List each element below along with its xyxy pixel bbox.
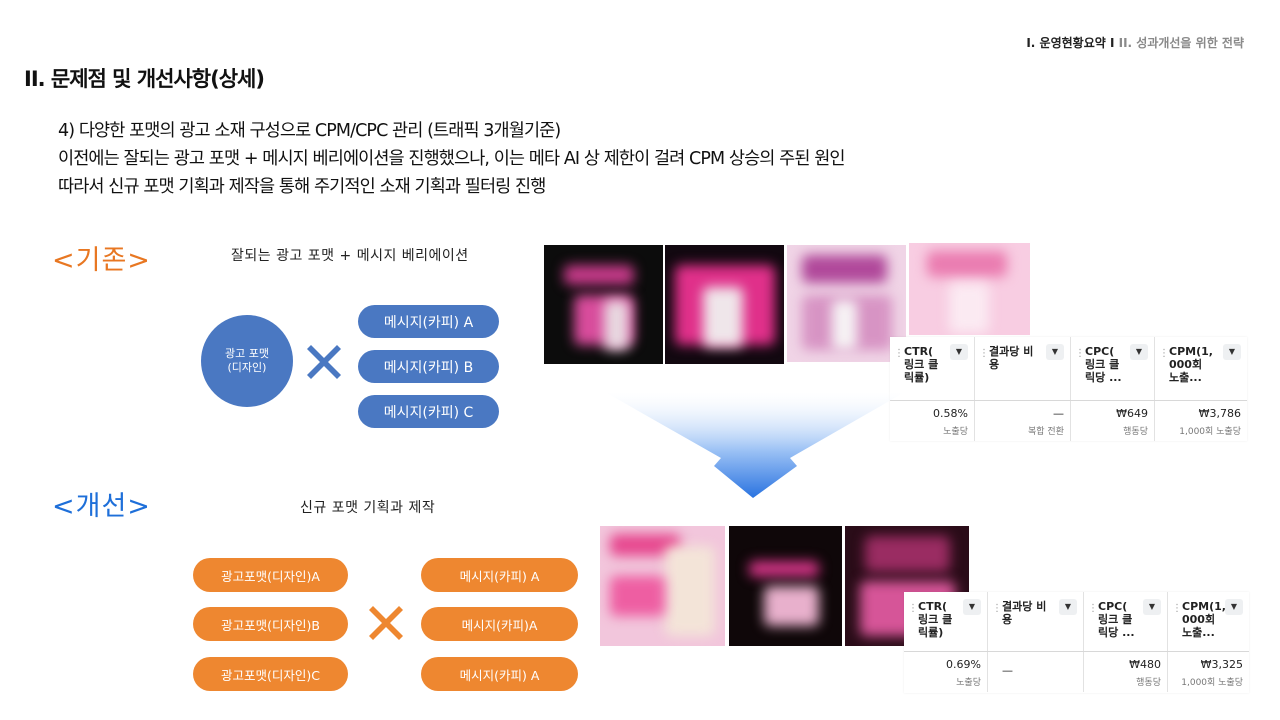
drag-handle-icon[interactable]: ⋮ <box>1075 348 1085 359</box>
before-metrics-header-cpc-label: CPC( 링크 클 릭당 ... <box>1085 345 1122 384</box>
chevron-down-icon[interactable]: ▼ <box>1059 599 1077 615</box>
before-message-a: 메시지(카피) A <box>358 305 499 338</box>
after-format-b: 광고포맷(디자인)B <box>193 607 348 641</box>
description-line-2: 이전에는 잘되는 광고 포맷 + 메시지 베리에이션을 진행했으나, 이는 메타… <box>58 149 845 169</box>
before-ad-image-2 <box>665 245 784 364</box>
before-metrics-ctr: 0.58% 노출당 <box>890 401 975 441</box>
after-message-3: 메시지(카피) A <box>421 657 578 691</box>
before-metrics-header-ctr[interactable]: ⋮ CTR( 링크 클 릭률) ▼ <box>890 337 975 400</box>
x-mark-icon <box>369 606 403 640</box>
after-cost-value: — <box>1002 664 1013 677</box>
chevron-down-icon[interactable]: ▼ <box>1225 599 1243 615</box>
drag-handle-icon[interactable]: ⋮ <box>1088 603 1098 614</box>
before-metrics-header-ctr-label: CTR( 링크 클 릭률) <box>904 345 939 384</box>
after-subtitle: 신규 포맷 기획과 제작 <box>300 500 436 516</box>
before-cost-sub: 복합 전환 <box>1028 427 1064 437</box>
after-metrics-header-cost-label: 결과당 비 용 <box>1002 600 1047 626</box>
breadcrumb: I. 운영현황요약 I II. 성과개선을 위한 전략 <box>1026 34 1244 51</box>
before-message-c: 메시지(카피) C <box>358 395 499 428</box>
drag-handle-icon[interactable]: ⋮ <box>1172 603 1182 614</box>
description: 4) 다양한 포맷의 광고 소재 구성으로 CPM/CPC 관리 (트래픽 3개… <box>58 117 845 201</box>
after-metrics-cost: — <box>988 652 1084 692</box>
after-format-c: 광고포맷(디자인)C <box>193 657 348 691</box>
after-metrics-ctr: 0.69% 노출당 <box>904 652 988 692</box>
drag-handle-icon[interactable]: ⋮ <box>979 348 989 359</box>
after-metrics-value-row: 0.69% 노출당 — ₩480 행동당 ₩3,325 1,000회 노출당 <box>904 652 1249 692</box>
description-line-1: 4) 다양한 포맷의 광고 소재 구성으로 CPM/CPC 관리 (트래픽 3개… <box>58 121 561 141</box>
chevron-down-icon[interactable]: ▼ <box>963 599 981 615</box>
before-metrics-header-cpc[interactable]: ⋮ CPC( 링크 클 릭당 ... ▼ <box>1071 337 1155 400</box>
before-ctr-sub: 노출당 <box>943 427 968 437</box>
after-cpc-sub: 행동당 <box>1136 678 1161 688</box>
after-metrics-cpm: ₩3,325 1,000회 노출당 <box>1168 652 1249 692</box>
before-metrics-cost: — 복합 전환 <box>975 401 1071 441</box>
format-circle-line-1: 광고 포맷 <box>225 347 269 360</box>
after-ctr-sub: 노출당 <box>956 678 981 688</box>
after-cpm-sub: 1,000회 노출당 <box>1181 678 1243 688</box>
before-metrics-header-cost[interactable]: ⋮ 결과당 비 용 ▼ <box>975 337 1071 400</box>
before-ctr-value: 0.58% <box>933 407 968 420</box>
before-metrics-header-row: ⋮ CTR( 링크 클 릭률) ▼ ⋮ 결과당 비 용 ▼ ⋮ CPC( 링크 … <box>890 337 1247 401</box>
after-metrics-header-cpc[interactable]: ⋮ CPC( 링크 클 릭당 ... ▼ <box>1084 592 1168 651</box>
before-metrics-value-row: 0.58% 노출당 — 복합 전환 ₩649 행동당 ₩3,786 1,000회… <box>890 401 1247 441</box>
after-cpm-value: ₩3,325 <box>1200 658 1243 671</box>
before-metrics-header-cpm[interactable]: ⋮ CPM(1, 000회 노출... ▼ <box>1155 337 1247 400</box>
after-metrics-table: ⋮ CTR( 링크 클 릭률) ▼ ⋮ 결과당 비 용 ▼ ⋮ CPC( 링크 … <box>904 592 1249 693</box>
page-title: II. 문제점 및 개선사항(상세) <box>24 67 265 91</box>
chevron-down-icon[interactable]: ▼ <box>1046 344 1064 360</box>
before-label: <기존> <box>52 245 151 276</box>
before-cpm-value: ₩3,786 <box>1198 407 1241 420</box>
after-metrics-header-cpm[interactable]: ⋮ CPM(1, 000회 노출... ▼ <box>1168 592 1249 651</box>
drag-handle-icon[interactable]: ⋮ <box>992 603 1002 614</box>
drag-handle-icon[interactable]: ⋮ <box>1159 348 1169 359</box>
drag-handle-icon[interactable]: ⋮ <box>908 603 918 614</box>
drag-handle-icon[interactable]: ⋮ <box>894 348 904 359</box>
after-metrics-header-row: ⋮ CTR( 링크 클 릭률) ▼ ⋮ 결과당 비 용 ▼ ⋮ CPC( 링크 … <box>904 592 1249 652</box>
chevron-down-icon[interactable]: ▼ <box>1143 599 1161 615</box>
after-ad-image-1 <box>600 526 725 646</box>
before-cpc-sub: 행동당 <box>1123 427 1148 437</box>
chevron-down-icon[interactable]: ▼ <box>1130 344 1148 360</box>
before-subtitle: 잘되는 광고 포맷 + 메시지 베리에이션 <box>231 248 469 264</box>
before-message-b: 메시지(카피) B <box>358 350 499 383</box>
after-metrics-header-cpm-label: CPM(1, 000회 노출... <box>1182 600 1226 639</box>
chevron-down-icon[interactable]: ▼ <box>950 344 968 360</box>
before-cost-value: — <box>1053 407 1064 420</box>
before-cpc-value: ₩649 <box>1116 407 1148 420</box>
after-ctr-value: 0.69% <box>946 658 981 671</box>
after-metrics-header-ctr[interactable]: ⋮ CTR( 링크 클 릭률) ▼ <box>904 592 988 651</box>
chevron-down-icon[interactable]: ▼ <box>1223 344 1241 360</box>
before-ad-image-1 <box>544 245 663 364</box>
before-metrics-cpc: ₩649 행동당 <box>1071 401 1155 441</box>
after-message-1: 메시지(카피) A <box>421 558 578 592</box>
before-metrics-cpm: ₩3,786 1,000회 노출당 <box>1155 401 1247 441</box>
before-metrics-header-cpm-label: CPM(1, 000회 노출... <box>1169 345 1213 384</box>
breadcrumb-rest: II. 성과개선을 위한 전략 <box>1118 36 1244 50</box>
after-metrics-header-cpc-label: CPC( 링크 클 릭당 ... <box>1098 600 1135 639</box>
after-cpc-value: ₩480 <box>1129 658 1161 671</box>
x-mark-icon <box>307 345 341 379</box>
after-metrics-cpc: ₩480 행동당 <box>1084 652 1168 692</box>
after-format-a: 광고포맷(디자인)A <box>193 558 348 592</box>
before-metrics-table: ⋮ CTR( 링크 클 릭률) ▼ ⋮ 결과당 비 용 ▼ ⋮ CPC( 링크 … <box>890 337 1247 441</box>
before-ad-image-4 <box>909 243 1030 335</box>
before-cpm-sub: 1,000회 노출당 <box>1179 427 1241 437</box>
breadcrumb-current: I. 운영현황요약 I <box>1026 36 1115 50</box>
down-arrow-icon <box>605 392 905 498</box>
format-circle: 광고 포맷 (디자인) <box>201 315 293 407</box>
after-label: <개선> <box>52 491 151 522</box>
after-metrics-header-ctr-label: CTR( 링크 클 릭률) <box>918 600 953 639</box>
before-ad-image-3 <box>787 245 906 362</box>
after-metrics-header-cost[interactable]: ⋮ 결과당 비 용 ▼ <box>988 592 1084 651</box>
before-metrics-header-cost-label: 결과당 비 용 <box>989 345 1034 371</box>
format-circle-line-2: (디자인) <box>227 361 267 374</box>
description-line-3: 따라서 신규 포맷 기획과 제작을 통해 주기적인 소재 기획과 필터링 진행 <box>58 177 546 197</box>
after-ad-image-2 <box>729 526 842 646</box>
after-message-2: 메시지(카피)A <box>421 607 578 641</box>
